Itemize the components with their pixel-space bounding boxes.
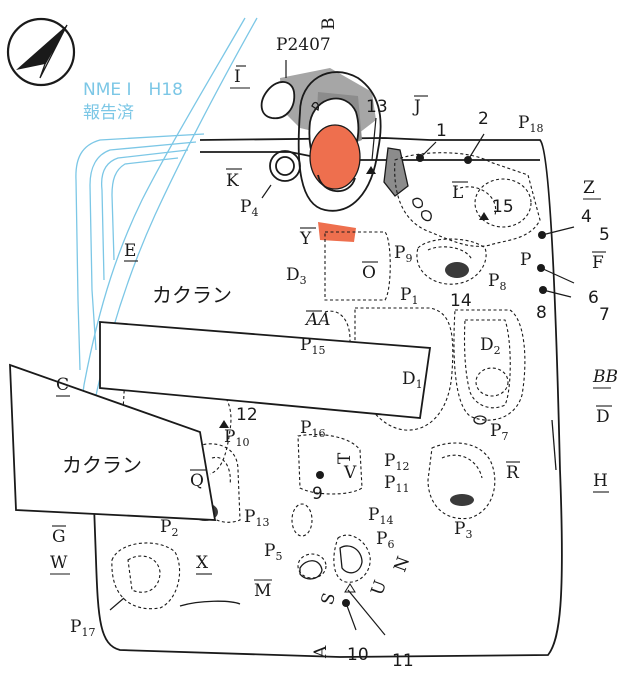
point-4: 4 (581, 207, 592, 227)
point-7: 7 (599, 305, 610, 325)
report-note-line1: NME I H18 (83, 80, 183, 100)
zone-B: B (319, 18, 339, 31)
zone-E: E (124, 241, 136, 261)
zone-H: H (593, 471, 608, 491)
zone-X: X (196, 553, 209, 573)
zone-C: C (56, 375, 69, 395)
zone-Y: Y (299, 229, 312, 249)
label-P13: P13 (244, 507, 269, 529)
point-15: 15 (492, 197, 514, 217)
label-D1: D1 (402, 369, 423, 391)
zone-N: N (390, 554, 414, 575)
zone-BB: BB (592, 367, 618, 387)
zone-R: R (506, 463, 520, 483)
label-P12: P12 (384, 451, 409, 473)
zone-Z: Z (583, 178, 595, 198)
point-10: 10 (347, 645, 369, 665)
zone-M: M (254, 581, 271, 601)
label-P11: P11 (384, 473, 409, 495)
label-P14: P14 (368, 505, 393, 527)
point-9: 9 (312, 484, 323, 504)
label-P16: P16 (300, 418, 325, 440)
point-5: 5 (599, 225, 610, 245)
label-P10: P10 (224, 427, 249, 449)
zone-A: A (311, 645, 331, 659)
label-P5: P5 (264, 541, 282, 563)
label-P7: P7 (490, 421, 508, 443)
zone-K: K (226, 171, 239, 191)
north-arrow-icon (6, 17, 76, 87)
zone-J: J (412, 97, 421, 117)
point-13: 13 (366, 97, 388, 117)
zone-I: I (234, 67, 241, 87)
zone-L: L (452, 183, 463, 203)
kakuran-label-upper: カクラン (152, 283, 232, 307)
point-1: 1 (436, 121, 447, 141)
zone-Q: Q (190, 471, 204, 491)
label-P4: P4 (240, 197, 258, 219)
zone-AA: AA (304, 310, 331, 330)
label-P18: P18 (518, 113, 543, 135)
label-P: P (520, 250, 531, 270)
point-8: 8 (536, 303, 547, 323)
zone-F: F (592, 253, 604, 273)
zone-S: S (318, 591, 340, 607)
solid-small-features (179, 197, 557, 607)
label-P1: P1 (400, 285, 418, 307)
zone-G: G (52, 527, 66, 547)
leader-lines (109, 60, 575, 636)
label-P6: P6 (376, 529, 394, 551)
zone-W: W (50, 553, 68, 573)
zone-D: D (596, 407, 610, 427)
zone-T: T (335, 452, 355, 464)
label-P3: P3 (454, 519, 472, 541)
point-2: 2 (478, 109, 489, 129)
point-12: 12 (236, 405, 258, 425)
zone-O: O (362, 263, 376, 283)
zone-V: V (343, 463, 357, 483)
label-P15: P15 (300, 335, 325, 357)
point-number-labels: 1 2 4 5 6 7 8 9 10 11 12 13 14 15 (236, 97, 610, 671)
kakuran-areas (9, 321, 432, 521)
label-P8: P8 (488, 271, 506, 293)
report-note-line2: 報告済 (83, 103, 134, 123)
upper-features (260, 71, 382, 212)
label-overlines (50, 65, 612, 581)
zone-U: U (367, 578, 391, 598)
label-P9: P9 (394, 243, 412, 265)
point-14: 14 (450, 291, 472, 311)
pit-labels: P2407 P18 P4 P9 P8 P1 P D3 D2 D1 P15 P7 … (70, 35, 543, 639)
label-P17: P17 (70, 617, 95, 639)
kakuran-label-lower: カクラン (62, 453, 142, 477)
zone-labels: B I J K L Z F E Y O AA BB D C R H T V Q … (50, 18, 618, 660)
point-11: 11 (392, 651, 414, 671)
label-D3: D3 (286, 265, 307, 287)
label-P2407: P2407 (276, 35, 331, 55)
point-6: 6 (588, 288, 599, 308)
label-D2: D2 (480, 335, 501, 357)
label-P2: P2 (160, 517, 178, 539)
